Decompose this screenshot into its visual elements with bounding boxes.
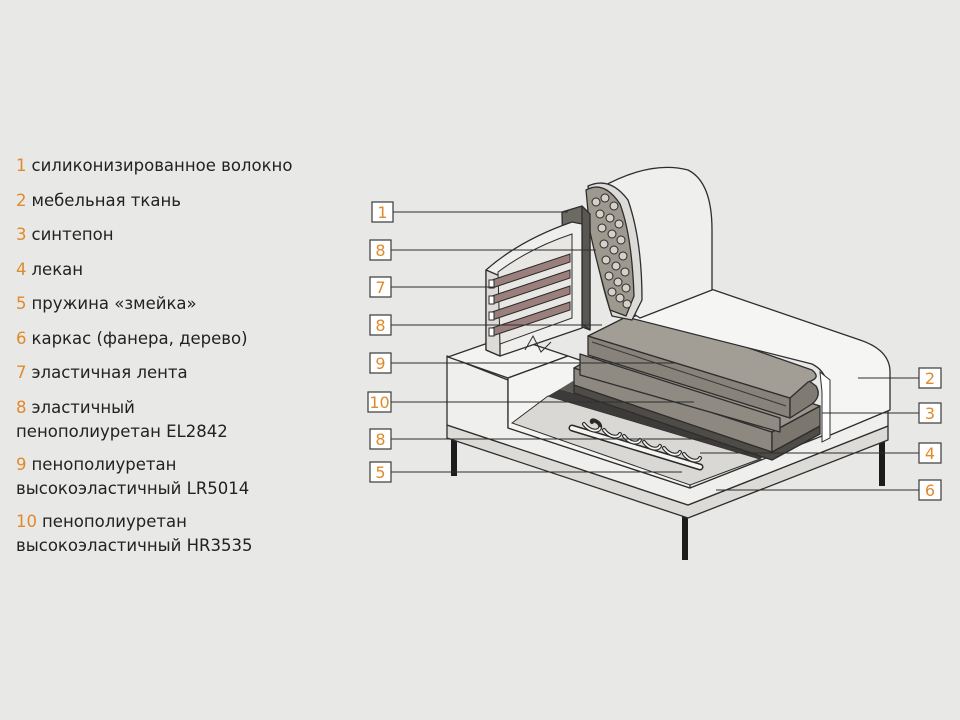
legend-number: 9: [16, 454, 27, 474]
legend-number: 10: [16, 511, 37, 531]
legend-number: 7: [16, 363, 27, 382]
callout-label: 2: [925, 369, 935, 388]
callout-label: 6: [925, 481, 935, 500]
belt-clips: [488, 279, 495, 337]
legend-text-line2: высокоэластичный LR5014: [16, 478, 250, 498]
legend-text: эластичный: [31, 397, 135, 417]
legend-text: мебельная ткань: [31, 190, 181, 210]
callout-label: 10: [369, 393, 389, 412]
legend-number: 5: [16, 294, 27, 313]
legend-number: 8: [16, 397, 27, 417]
fiber-texture: [591, 193, 632, 309]
legend-text-line2: пенополиуретан EL2842: [16, 421, 228, 441]
callout-label: 1: [377, 203, 387, 222]
legend-text: пружина «змейка»: [31, 294, 197, 313]
legend-text: силиконизированное волокно: [31, 156, 293, 175]
callout-label: 9: [375, 354, 385, 373]
legend-text: лекан: [31, 259, 84, 279]
callout-label: 8: [375, 430, 385, 449]
callout-3: 3: [918, 402, 942, 424]
callout-label: 4: [925, 444, 935, 463]
callout-6: 6: [918, 479, 942, 501]
legend-text: каркас (фанера, дерево): [31, 328, 248, 348]
callout-8: 8: [369, 239, 392, 261]
callout-label: 5: [375, 463, 385, 482]
legend-number: 1: [16, 156, 27, 175]
legend-text-line2: высокоэластичный HR3535: [16, 535, 253, 555]
legend-text: пенополиуретан: [31, 454, 177, 474]
callout-7: 7: [369, 276, 392, 298]
callout-4: 4: [918, 442, 942, 464]
spring-zigzag-5: [568, 418, 704, 471]
callouts-left: 1 8 7 8 9 10 8 5: [367, 201, 394, 483]
legend-text: синтепон: [31, 225, 114, 244]
seat-foam-layers: [573, 309, 821, 461]
callout-9: 9: [369, 352, 392, 374]
legend-text: пенополиуретан: [42, 511, 187, 531]
seat-top-fabric: [629, 287, 891, 443]
legend-number: 6: [16, 328, 27, 348]
callout-label: 8: [375, 316, 385, 335]
leader-lines: [391, 211, 919, 491]
callout-8: 8: [369, 314, 392, 336]
legend-number: 2: [16, 190, 27, 210]
callout-10: 10: [367, 391, 392, 413]
backrest-back-frame: [485, 221, 583, 357]
callout-label: 3: [925, 404, 935, 423]
legend-text: эластичная лента: [31, 363, 188, 382]
sofa-legs: [451, 432, 885, 560]
callout-label: 8: [375, 241, 385, 260]
callout-5: 5: [369, 461, 392, 483]
callout-1: 1: [371, 201, 394, 223]
legend-number: 4: [16, 259, 27, 279]
callouts-right: 2 3 4 6: [918, 367, 942, 501]
callout-8: 8: [369, 428, 392, 450]
callout-2: 2: [918, 367, 942, 389]
callout-label: 7: [375, 278, 385, 297]
legend-number: 3: [16, 225, 27, 244]
